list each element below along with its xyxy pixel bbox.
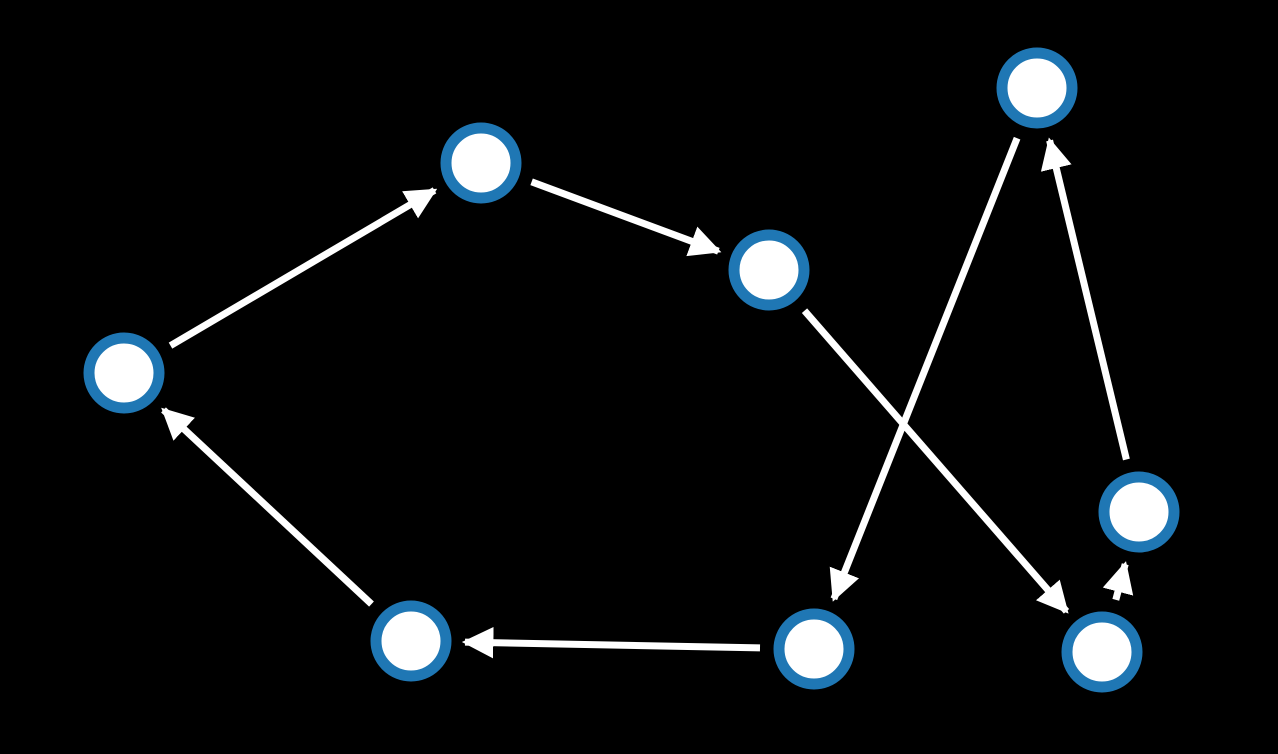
graph-node-bottom-center (773, 608, 855, 690)
graph-edge-bottom-center-to-bottom-left (461, 626, 761, 659)
graph-node-middle (728, 229, 810, 311)
graph-edge-middle-to-bottom-right (801, 308, 1070, 614)
graph-node-left (83, 332, 165, 414)
graph-edge-bottom-left-to-left (161, 407, 374, 607)
graph-edge-left-to-top-middle (168, 187, 438, 349)
graph-edge-top-right-to-bottom-center (829, 136, 1021, 602)
graph-edge-top-middle-to-middle (530, 178, 722, 257)
edges-layer (161, 136, 1134, 659)
graph-edge-bottom-right-to-right-middle (1102, 561, 1134, 601)
graph-node-right-middle (1098, 471, 1180, 553)
graph-node-bottom-left (370, 600, 452, 682)
graph-node-top-right (996, 47, 1078, 129)
nodes-layer (83, 47, 1180, 693)
graph-node-top-middle (440, 122, 522, 204)
graph-edge-right-middle-to-top-right (1040, 137, 1130, 461)
graph-node-bottom-right (1061, 611, 1143, 693)
